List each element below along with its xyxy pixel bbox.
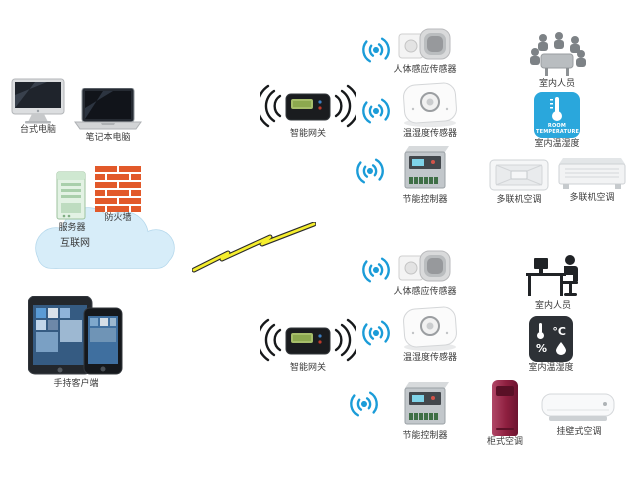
body-sensor-top: 人体感应传感器 [393,26,457,76]
body-sensor-icon [398,28,451,60]
indoor-person-bottom: 室内人员 [520,248,586,312]
desktop-computer: 台式电脑 [6,78,70,136]
wifi-signal-icon [356,158,384,184]
laptop-label: 笔记本电脑 [85,133,131,143]
cabinet-ac-label: 柜式空调 [487,437,524,447]
people-table-icon [530,32,586,76]
energy-controller-icon [404,382,449,425]
server: 服务器 [50,170,94,234]
cassette-ac-icon [489,159,549,191]
temp-humidity-sensor-bottom: 温湿度传感器 [398,306,462,364]
temp-unit-text: °C [552,324,566,338]
smart-gateway-bottom: 智能网关 [258,318,358,374]
energy-controller-icon [404,146,449,189]
room-climate-top-label: 室内温湿度 [534,139,580,149]
internet-cloud: 互联网 [20,196,188,280]
wifi-signal-icon [362,320,390,346]
body-sensor-top-label: 人体感应传感器 [393,65,457,75]
smart-gateway-top: 智能网关 [258,84,358,140]
gateway-top-label: 智能网关 [289,129,326,139]
handheld-label: 手持客户端 [53,379,99,389]
temp-humidity-sensor-icon [403,306,457,351]
thermometer-icon [537,323,544,339]
wifi-signal-icon [350,391,378,417]
server-icon [56,171,86,220]
gateway-icon [260,318,356,362]
multi-split-ac-duct: 多联机空调 [554,156,630,204]
temp-humidity-sensor-icon [403,82,457,127]
thermometer-icon [550,97,562,121]
wall-mounted-air-conditioner: 挂壁式空调 [540,392,618,438]
humidity-unit-text: % [536,342,548,355]
firewall: 防火墙 [93,166,143,224]
multi-ac-2-label: 多联机空调 [569,193,615,203]
room-temperature-text: ROOM TEMPERATURE [536,123,580,136]
body-sensor-bottom: 人体感应传感器 [393,248,457,298]
room-climate-bottom-label: 室内温湿度 [528,363,574,373]
indoor-people-top: 室内人员 [524,30,590,90]
duct-ac-icon [558,158,626,189]
climate-tile-icon: °C % [529,316,573,362]
gateway-icon [260,84,356,128]
desktop-label: 台式电脑 [19,125,56,135]
wifi-signal-icon [362,257,390,283]
server-label: 服务器 [58,223,86,233]
room-climate-tile-top: ROOM TEMPERATURE 室内温湿度 [532,92,582,150]
wifi-signal-icon [362,98,390,124]
gateway-bottom-label: 智能网关 [289,363,326,373]
room-climate-tile-bottom: °C % 室内温湿度 [526,316,576,374]
controller-bottom-label: 节能控制器 [402,431,448,441]
indoor-people-top-label: 室内人员 [538,79,575,89]
body-sensor-icon [398,250,451,282]
cabinet-air-conditioner: 柜式空调 [487,380,524,448]
laptop-icon [74,88,142,130]
lightning-link-icon [192,222,316,273]
desktop-computer-icon [11,78,65,124]
energy-controller-bottom: 节能控制器 [394,380,456,442]
tablet-phone-icon [28,296,123,375]
person-at-desk-icon [526,255,578,296]
room-temperature-tile-icon: ROOM TEMPERATURE [534,92,580,138]
multi-split-ac-cassette: 多联机空调 [488,154,550,206]
handheld-client: 手持客户端 [26,296,126,390]
laptop-computer: 笔记本电脑 [70,88,146,144]
multi-ac-1-label: 多联机空调 [496,195,542,205]
wifi-signal-icon [362,37,390,63]
water-drop-icon [556,342,566,355]
firewall-icon [95,166,141,212]
wall-ac-icon [541,393,615,421]
cabinet-ac-icon [492,380,518,436]
energy-controller-top: 节能控制器 [394,144,456,206]
cloud-icon [35,207,175,269]
indoor-person-bottom-label: 室内人员 [534,301,571,311]
wall-ac-label: 挂壁式空调 [556,427,602,437]
internet-label: 互联网 [60,238,90,249]
temp-sensor-bottom-label: 温湿度传感器 [402,353,457,363]
temp-sensor-top-label: 温湿度传感器 [402,129,457,139]
controller-top-label: 节能控制器 [402,195,448,205]
temp-humidity-sensor-top: 温湿度传感器 [398,82,462,140]
body-sensor-bottom-label: 人体感应传感器 [393,287,457,297]
firewall-label: 防火墙 [104,213,132,223]
